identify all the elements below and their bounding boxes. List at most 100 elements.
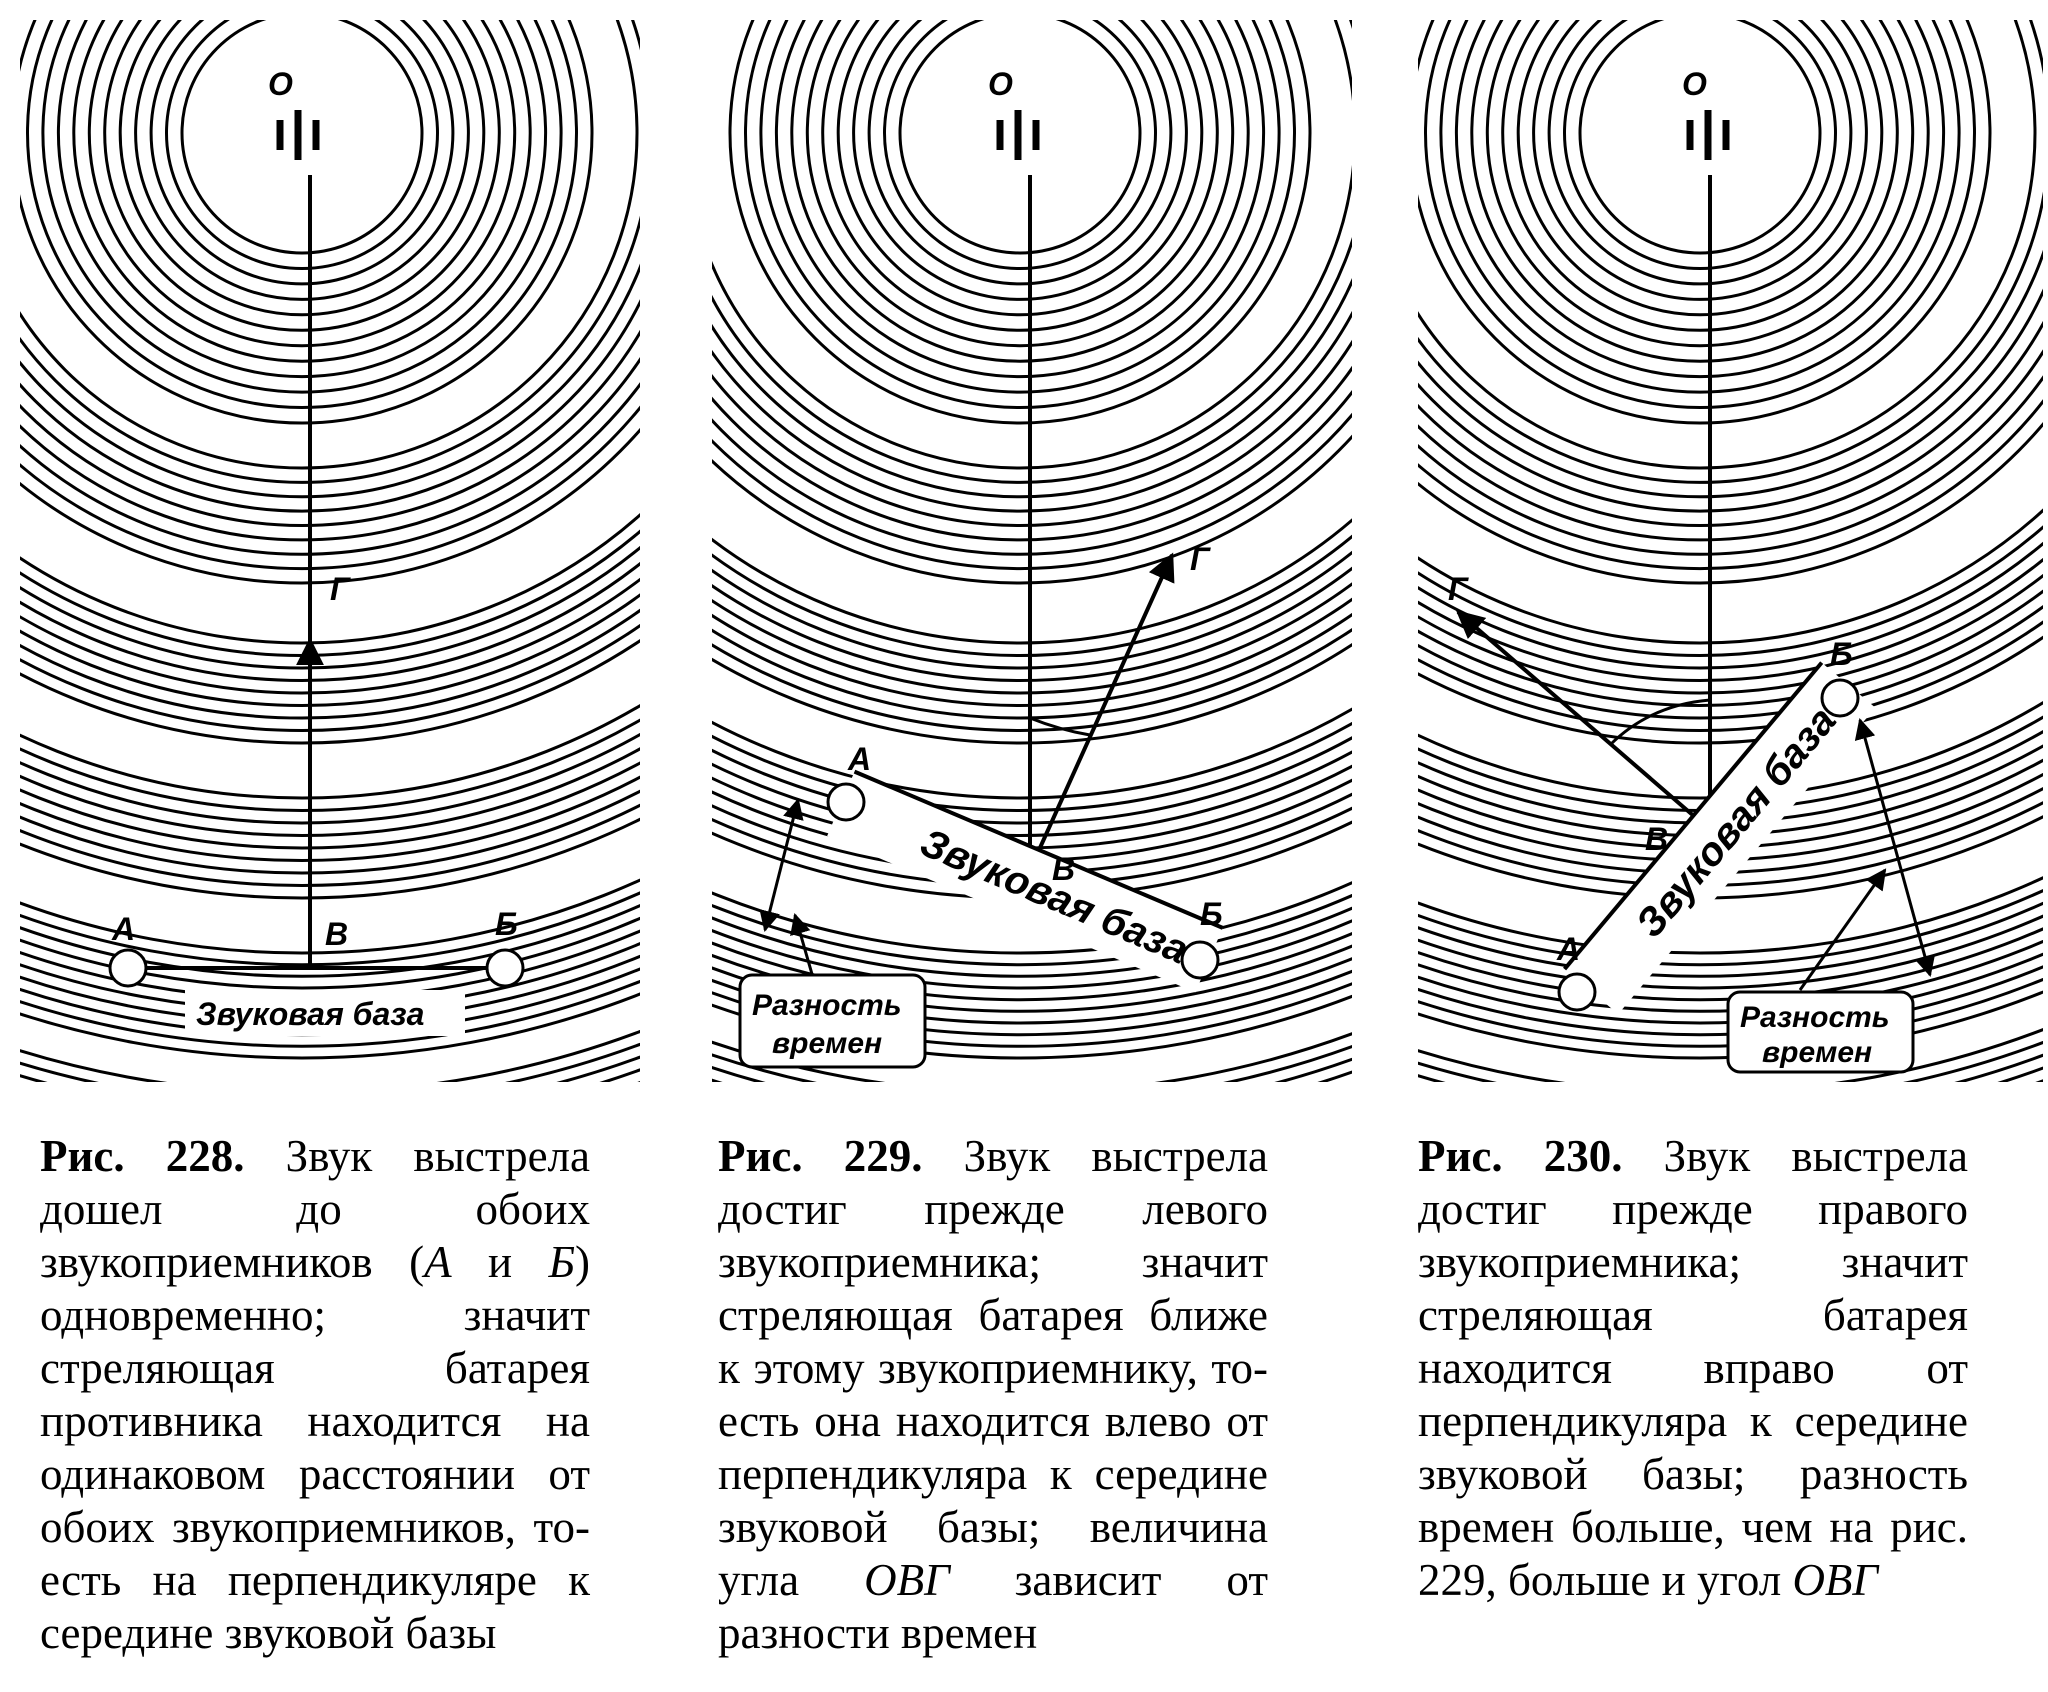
wave-ring xyxy=(20,817,640,900)
figure-230: О Звуковая база Г А В Б Разность времен xyxy=(1418,20,2043,1082)
wave-ring xyxy=(805,20,1235,348)
wave-ring xyxy=(20,992,640,1060)
wave-ring xyxy=(1418,589,2043,707)
wave-ring xyxy=(20,916,640,990)
wave-ring xyxy=(712,893,1352,966)
wave-ring xyxy=(712,881,1352,955)
wave-ring xyxy=(20,803,640,887)
wave-ring xyxy=(1418,573,2043,695)
wave-ring xyxy=(20,427,640,585)
wave-ring xyxy=(1418,20,1992,425)
wave-ring xyxy=(712,721,1352,812)
label-b: Б xyxy=(495,906,518,942)
wave-ring xyxy=(41,20,563,394)
label-g: Г xyxy=(1448,571,1469,607)
wave-ring xyxy=(712,277,1352,499)
wave-ring xyxy=(20,789,640,875)
label-o: О xyxy=(988,66,1013,102)
wave-ring xyxy=(712,597,1352,707)
mic-b xyxy=(1180,940,1220,980)
wave-ring xyxy=(836,20,1204,317)
wave-ring xyxy=(712,581,1352,695)
wave-ring xyxy=(1578,20,1822,255)
time-diff-label-2: времен xyxy=(772,1027,882,1060)
wave-ring xyxy=(134,20,470,301)
wave-ring xyxy=(20,20,639,470)
sound-source-circle xyxy=(1588,21,1812,245)
wave-ring xyxy=(20,608,640,720)
wave-ring xyxy=(1418,635,2043,745)
mic-a xyxy=(1557,972,1597,1012)
wave-ring xyxy=(712,389,1352,556)
label-v: В xyxy=(1052,851,1075,887)
sound-base-band: Звуковая база xyxy=(1563,661,1876,1015)
wave-ring xyxy=(149,20,455,286)
wave-ring xyxy=(712,412,1352,570)
wave-ring xyxy=(1418,888,2043,966)
figure-number: Рис. 228. xyxy=(40,1131,245,1181)
figure-228: О Г А В Б Звуковая база xyxy=(20,20,640,1082)
wave-ring xyxy=(712,919,1352,990)
wave-ring xyxy=(1501,20,1899,332)
caption-text: зависит от разности времен xyxy=(718,1555,1268,1658)
wave-ring xyxy=(712,566,1352,682)
wave-ring xyxy=(1418,421,2043,585)
wave-ring xyxy=(883,20,1157,270)
wave-ring xyxy=(728,20,1312,425)
time-diff-span xyxy=(1854,717,1936,978)
wave-ring xyxy=(1418,604,2043,720)
wave-ring xyxy=(712,944,1352,1013)
label-a: А xyxy=(111,911,135,947)
wave-ring xyxy=(1418,901,2043,978)
label-b: Б xyxy=(1830,636,1853,672)
wave-ring xyxy=(1547,20,1853,286)
wave-ring xyxy=(712,906,1352,978)
wave-ring xyxy=(712,627,1352,732)
wave-ring xyxy=(1516,20,1884,317)
wave-ring xyxy=(1418,875,2043,955)
wave-ring xyxy=(87,20,517,348)
wave-ring xyxy=(1418,620,2043,732)
wave-ring xyxy=(20,891,640,966)
wave-ring xyxy=(20,761,640,850)
time-diff-box xyxy=(1726,990,1915,1074)
figure-number: Рис. 229. xyxy=(718,1131,923,1181)
wave-ring xyxy=(852,20,1188,301)
wave-ring xyxy=(1532,20,1868,301)
wave-ring xyxy=(20,20,594,425)
wave-ring xyxy=(1418,375,2043,556)
wave-ring xyxy=(898,20,1142,255)
wave-ring xyxy=(20,381,640,556)
wave-ring xyxy=(1418,927,2043,1001)
label-o: О xyxy=(1682,66,1707,102)
label-v: В xyxy=(1645,821,1668,857)
wave-ring xyxy=(867,20,1173,286)
time-diff-label-2: времен xyxy=(1762,1036,1872,1069)
caption-text: и xyxy=(451,1237,549,1287)
wave-ring xyxy=(712,20,1352,484)
wave-ring xyxy=(1418,977,2043,1048)
wave-ring xyxy=(821,20,1219,332)
wave-ring xyxy=(20,718,640,812)
time-diff-pointer xyxy=(1798,868,1887,991)
mic-b xyxy=(1820,678,1860,718)
wave-ring xyxy=(712,931,1352,1001)
angle-arc xyxy=(1029,716,1091,737)
wave-ring xyxy=(20,903,640,978)
caption-text: Звук выстрела дошел до обоих звукоприемн… xyxy=(40,1131,590,1287)
gun-flash-icon xyxy=(276,110,320,160)
caption-text: Звук выстрела достиг прежде левого звуко… xyxy=(718,1131,1268,1605)
wave-ring xyxy=(26,20,578,409)
time-diff-box xyxy=(738,973,927,1069)
wave-ring xyxy=(712,550,1352,670)
wave-ring xyxy=(712,534,1352,657)
wave-ring xyxy=(790,20,1250,363)
wave-ring xyxy=(1418,20,2037,470)
wave-ring xyxy=(20,263,640,499)
wave-ring xyxy=(1424,20,1976,409)
wave-ring xyxy=(1563,20,1837,270)
label-a: А xyxy=(847,741,871,777)
wave-ring xyxy=(1418,399,2043,570)
wave-ring xyxy=(712,612,1352,720)
wave-ring xyxy=(20,979,640,1048)
